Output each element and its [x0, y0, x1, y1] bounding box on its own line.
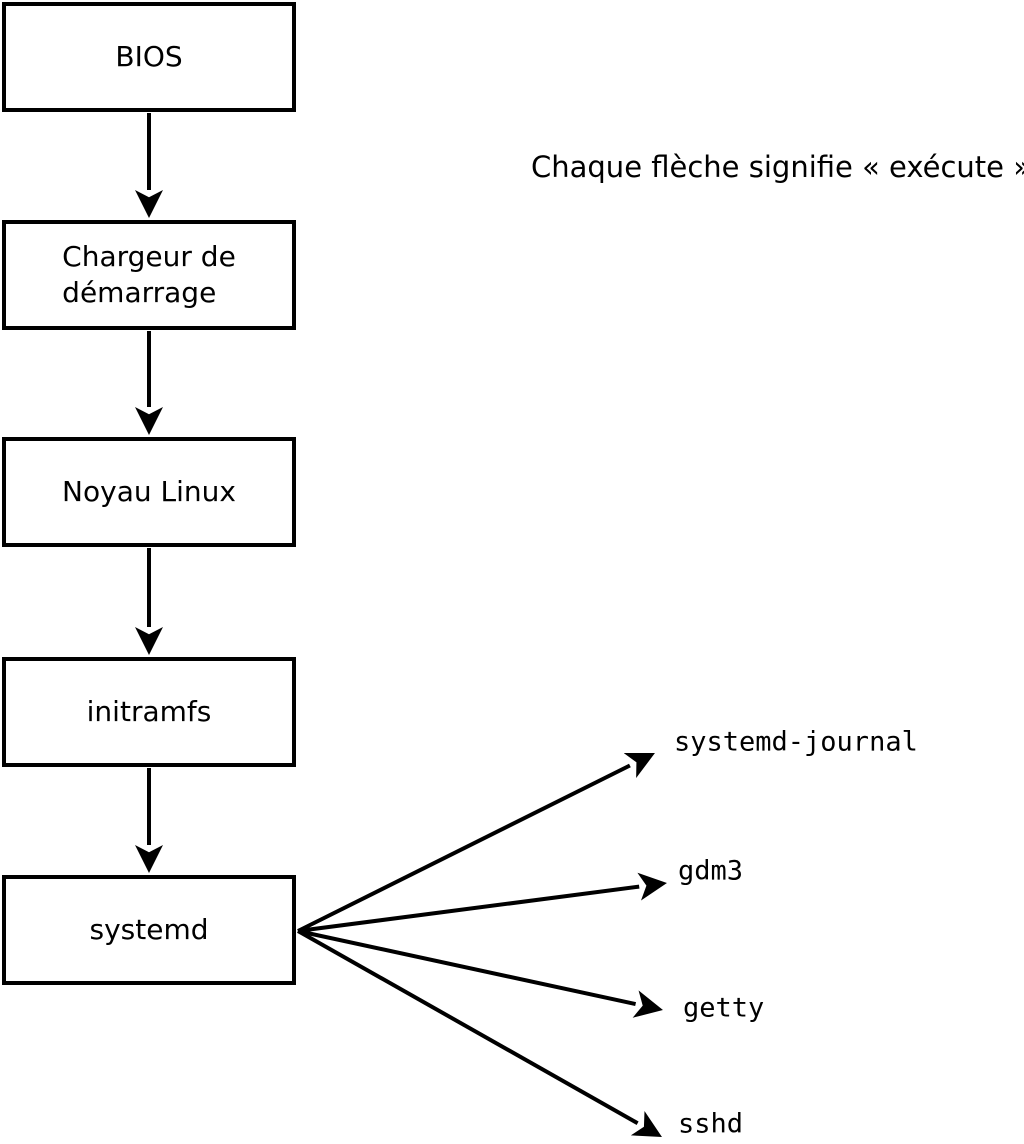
node-bios-label: BIOS	[115, 40, 183, 73]
node-initramfs-label: initramfs	[86, 695, 212, 728]
process-label-gdm3: gdm3	[678, 855, 744, 887]
node-systemd-label: systemd	[89, 913, 209, 946]
arrow-systemd-to-sshd	[297, 929, 662, 1137]
process-label-sshd: sshd	[678, 1108, 744, 1140]
node-noyau-linux-label: Noyau Linux	[62, 475, 236, 508]
node-chargeur-de-demarrage: Chargeur de démarrage	[2, 220, 296, 330]
arrow-systemd-to-gdm3	[297, 872, 667, 933]
legend-note: Chaque flèche signifie « exécute ».	[531, 150, 1024, 184]
node-initramfs: initramfs	[2, 657, 296, 767]
process-label-systemd-journal: systemd-journal	[674, 726, 918, 758]
process-label-getty: getty	[683, 992, 765, 1024]
arrow-systemd-to-journal	[297, 752, 655, 933]
arrow-systemd-to-getty	[297, 929, 663, 1018]
node-noyau-linux: Noyau Linux	[2, 437, 296, 547]
node-chargeur-de-demarrage-label: Chargeur de démarrage	[62, 240, 236, 309]
node-systemd: systemd	[2, 875, 296, 985]
node-bios: BIOS	[2, 2, 296, 112]
